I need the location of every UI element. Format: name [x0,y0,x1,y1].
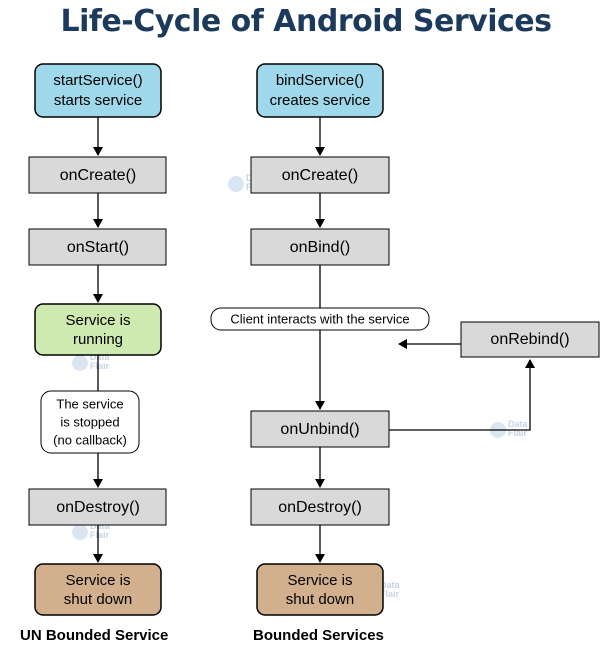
svg-text:onBind(): onBind() [290,239,350,256]
svg-text:creates service: creates service [270,92,371,109]
svg-text:onRebind(): onRebind() [490,331,569,348]
unbounded-caption: UN Bounded Service [20,627,169,644]
svg-text:Data: Data [90,352,111,362]
svg-text:onCreate(): onCreate() [282,167,358,184]
svg-text:Data: Data [90,521,111,531]
unbounded-oncreate-node: onCreate() [28,156,167,194]
bounded-ondestroy-node: onDestroy() [250,488,390,526]
svg-text:starts service: starts service [54,92,142,109]
bounded-caption: Bounded Services [253,627,384,644]
svg-text:shut down: shut down [64,591,132,608]
watermark-2: Data Flair [72,352,111,371]
svg-text:Flair: Flair [90,530,110,540]
svg-text:onDestroy(): onDestroy() [56,499,140,516]
svg-text:startService(): startService() [53,72,142,89]
bounded-column: bindService() creates service onCreate()… [210,63,600,616]
svg-text:Data: Data [380,580,401,590]
diagram-title: Life-Cycle of Android Services [60,4,552,39]
arrow-onunbind-to-onrebind [389,359,535,431]
svg-text:running: running [73,331,123,348]
svg-text:onUnbind(): onUnbind() [280,421,359,438]
start-service-node: startService() starts service [34,63,162,118]
service-running-node: Service is running [34,303,162,356]
unbounded-column: startService() starts service onCreate()… [28,63,167,616]
svg-text:shut down: shut down [286,591,354,608]
unbounded-ondestroy-node: onDestroy() [28,488,167,526]
svg-text:Flair: Flair [90,361,110,371]
svg-text:The service: The service [56,396,123,411]
svg-text:is stopped: is stopped [60,414,119,429]
onbind-node: onBind() [250,228,390,266]
client-interacts-note: Client interacts with the service [210,307,430,331]
watermark-3: Data Flair [490,419,529,438]
svg-text:onStart(): onStart() [67,239,129,256]
svg-text:Service is: Service is [287,572,352,589]
svg-text:onCreate(): onCreate() [60,167,136,184]
bounded-oncreate-node: onCreate() [250,156,390,194]
service-stopped-note: The service is stopped (no callback) [40,390,140,454]
svg-text:Flair: Flair [380,589,400,599]
svg-text:Data: Data [508,419,529,429]
svg-text:Client interacts with the serv: Client interacts with the service [230,311,409,326]
onrebind-node: onRebind() [460,321,600,358]
unbounded-shutdown-node: Service is shut down [34,563,162,616]
bind-service-node: bindService() creates service [256,63,384,118]
svg-text:Flair: Flair [508,428,528,438]
svg-text:onDestroy(): onDestroy() [278,499,362,516]
svg-text:(no callback): (no callback) [53,432,127,447]
svg-text:bindService(): bindService() [276,72,364,89]
svg-text:Service is: Service is [65,572,130,589]
watermark-4: Data Flair [72,521,111,540]
bounded-shutdown-node: Service is shut down [256,563,384,616]
onstart-node: onStart() [28,228,167,266]
svg-text:Service is: Service is [65,312,130,329]
onunbind-node: onUnbind() [250,410,390,448]
